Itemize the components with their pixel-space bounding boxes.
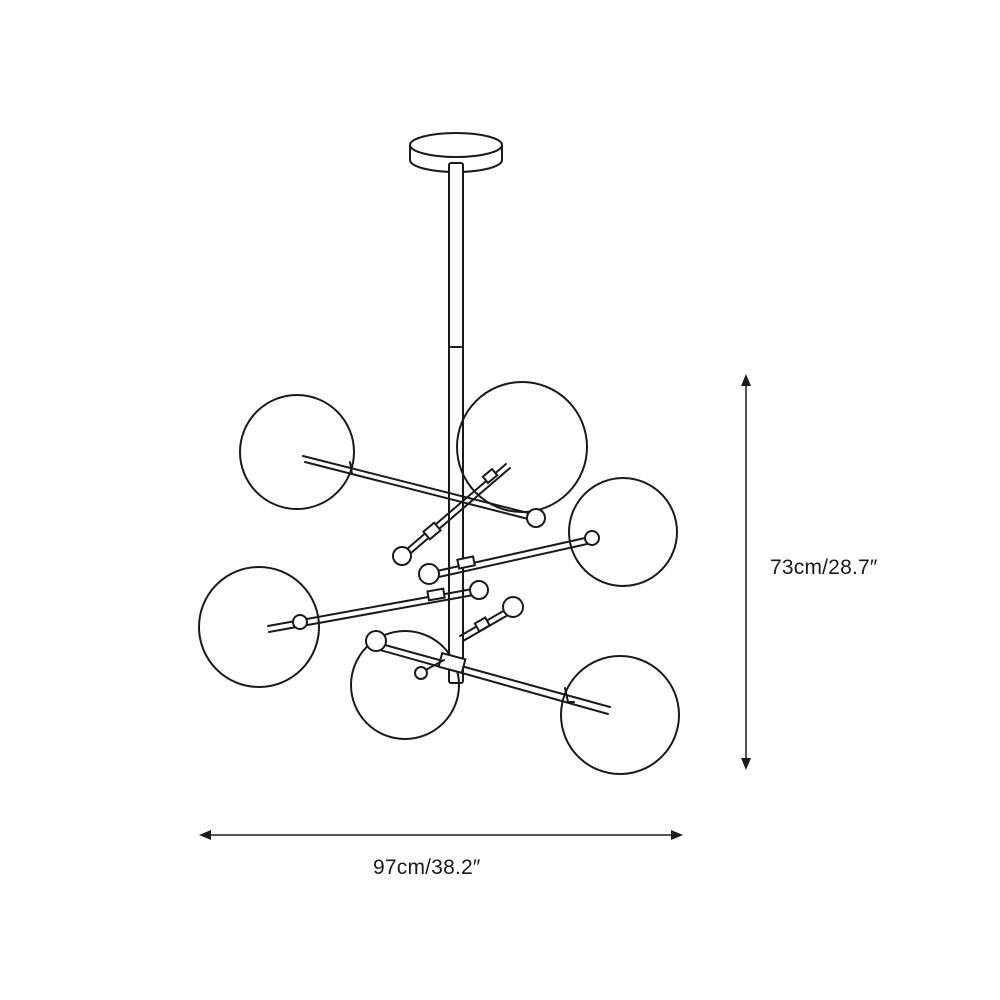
- arm-left: [267, 580, 489, 633]
- arm-upper-left: [302, 455, 546, 528]
- globe-left: [198, 566, 320, 688]
- arm-right: [418, 530, 600, 585]
- globe-upper-left: [239, 394, 355, 510]
- width-dimension-arrow: [199, 830, 683, 840]
- globe-lower-center: [350, 630, 460, 740]
- width-dimension-label: 97cm/38.2″: [373, 856, 481, 879]
- globe-right: [568, 477, 678, 587]
- arm-short-right: [459, 596, 524, 642]
- globe-lower-right: [560, 655, 680, 775]
- arm-lower-diagonal: [365, 630, 611, 715]
- height-dimension-label: 73cm/28.7″: [770, 556, 878, 579]
- ceiling-canopy: [409, 132, 503, 173]
- height-dimension-arrow: [741, 374, 751, 770]
- globe-upper-center: [456, 381, 588, 513]
- arm-diagonal-short: [392, 463, 511, 566]
- down-rod: [448, 162, 464, 684]
